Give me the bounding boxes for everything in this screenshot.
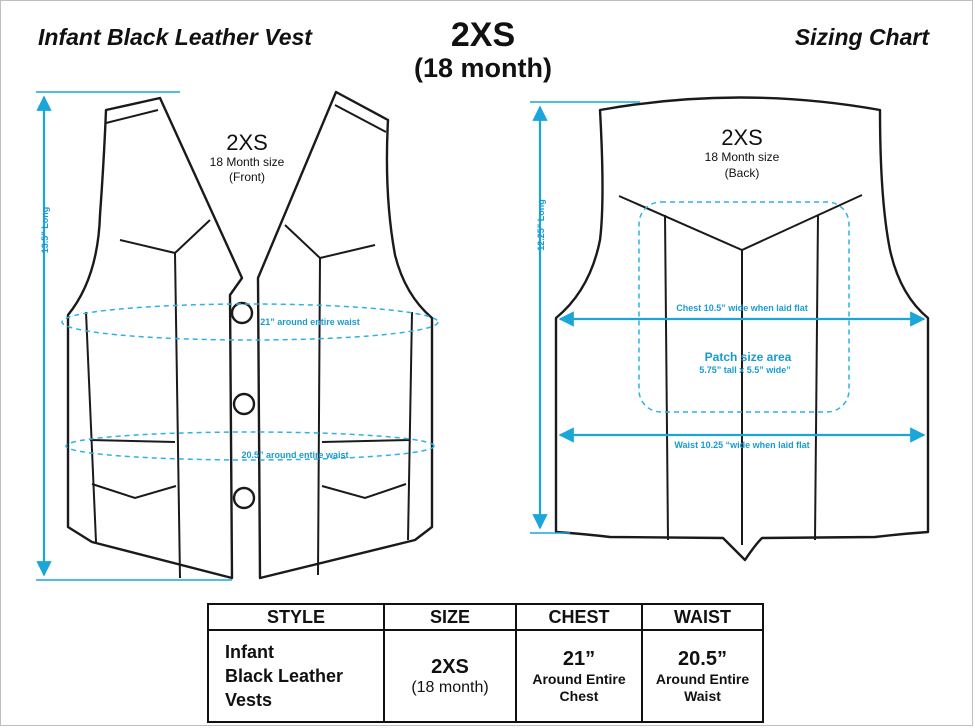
chest-main: 21” <box>562 647 596 670</box>
button-3-icon <box>232 486 256 510</box>
front-side-label: (Front) <box>229 170 265 184</box>
size-subtitle: (18 month) <box>414 53 552 83</box>
size-sub: (18 month) <box>411 678 489 696</box>
header-waist: WAIST <box>641 603 764 631</box>
front-right-shoulder-seam <box>334 104 387 133</box>
chest-sub-1: Around Entire <box>532 670 626 687</box>
patch-dims: 5.75” tall x 5.5” wide” <box>699 365 791 375</box>
waist-sub-1: Around Entire <box>655 670 750 687</box>
cell-waist: 20.5” Around Entire Waist <box>641 629 764 723</box>
style-line-2: Black Leather <box>225 666 344 686</box>
button-1-icon <box>230 301 254 325</box>
chart-title: Sizing Chart <box>794 24 929 50</box>
chest-sub-2: Chest <box>559 687 599 704</box>
front-vest: 2XS 18 Month size (Front) 21” around ent… <box>36 90 439 581</box>
table-header-row: STYLE SIZE CHEST WAIST <box>207 603 764 631</box>
back-size-label: 18 Month size <box>705 150 780 164</box>
patch-area <box>638 201 850 413</box>
size-main: 2XS <box>431 655 469 678</box>
back-right-panel-seam <box>814 214 819 541</box>
back-length-label: 12.25” Long <box>536 199 546 251</box>
table-row: Infant Black Leather Vests 2XS (18 month… <box>207 629 764 723</box>
waist-main: 20.5” <box>678 647 727 670</box>
back-size-text: 2XS <box>721 125 763 150</box>
front-length-label: 13.5” Long <box>40 207 50 254</box>
front-chest-ellipse <box>61 303 439 341</box>
header-size: SIZE <box>383 603 517 631</box>
back-vest: 2XS 18 Month size (Back) Chest 10.5” wid… <box>530 96 930 562</box>
front-size-label: 18 Month size <box>210 155 285 169</box>
front-right-panel-seam <box>317 257 321 576</box>
back-left-panel-seam <box>664 214 669 541</box>
cell-chest: 21” Around Entire Chest <box>515 629 643 723</box>
style-line-3: Vests <box>225 690 273 710</box>
size-table: STYLE SIZE CHEST WAIST Infant Black Leat… <box>207 603 764 723</box>
cell-style: Infant Black Leather Vests <box>207 629 385 723</box>
product-title: Infant Black Leather Vest <box>38 24 312 50</box>
front-chest-label: 21” around entire waist <box>260 317 360 327</box>
back-waist-label: Waist 10.25 “wide when laid flat <box>674 440 809 450</box>
back-chest-label: Chest 10.5” wide when laid flat <box>676 303 808 313</box>
front-left-pocket <box>91 483 177 500</box>
style-line-1: Infant <box>225 642 274 662</box>
button-2-icon <box>232 392 256 416</box>
front-left-panel-seam <box>174 252 181 579</box>
front-right-pocket <box>321 483 407 500</box>
front-left-pocket-top <box>89 439 176 443</box>
front-right-panel <box>256 90 434 580</box>
front-size-text: 2XS <box>226 130 268 155</box>
header-style: STYLE <box>207 603 385 631</box>
cell-size: 2XS (18 month) <box>383 629 517 723</box>
front-waist-label: 20.5” around entire waist <box>241 450 348 460</box>
front-right-side-seam <box>407 311 413 541</box>
front-right-pocket-top <box>321 439 411 443</box>
front-waist-ellipse <box>65 431 435 461</box>
waist-sub-2: Waist <box>684 687 721 704</box>
size-title: 2XS <box>450 16 516 54</box>
header-chest: CHEST <box>515 603 643 631</box>
front-left-shoulder-seam <box>105 109 159 124</box>
front-left-side-seam <box>85 311 97 543</box>
back-side-label: (Back) <box>725 166 760 180</box>
patch-title: Patch size area <box>705 350 792 364</box>
front-left-panel <box>66 96 244 580</box>
